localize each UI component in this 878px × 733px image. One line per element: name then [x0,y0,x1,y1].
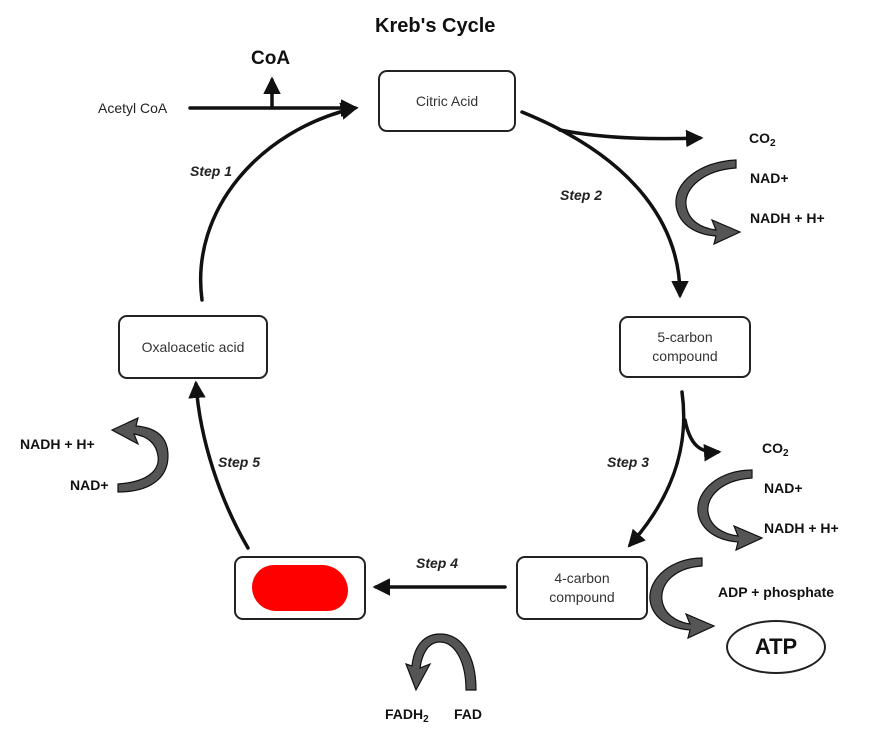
adp-phosphate-label: ADP + phosphate [718,584,835,600]
step5-label: Step 5 [218,454,261,470]
co2-label-2: CO2 [762,440,789,459]
red-redaction-blob [252,565,348,611]
diagram-title: Kreb's Cycle [375,15,496,37]
nadh-label-1: NADH + H+ [750,210,825,226]
coa-label: CoA [251,48,291,69]
step2-label: Step 2 [560,187,603,203]
step3-label: Step 3 [607,454,650,470]
citric-acid-label: Citric Acid [415,92,479,109]
fad-label: FAD [454,706,482,722]
five-carbon-box: 5-carbon compound [619,316,751,378]
curved-arrow-icon [649,557,716,640]
nadh-label-3: NADH + H+ [20,436,95,452]
oxaloacetic-acid-label: Oxaloacetic acid [141,338,245,355]
nad-label-3: NAD+ [70,477,109,493]
citric-acid-box: Citric Acid [378,70,516,132]
four-carbon-line1: 4-carbon [554,570,610,587]
four-carbon-line2: compound [549,589,615,605]
nadh-label-2: NADH + H+ [764,520,839,536]
co2-release-arrow-1 [558,128,704,148]
step4-label: Step 4 [416,555,459,571]
atp-ellipse: ATP [726,620,826,674]
co2-release-arrow-2 [683,418,722,462]
curved-arrow-icon-group [110,159,764,692]
five-carbon-line2: compound [652,348,718,364]
acetyl-coa-label: Acetyl CoA [98,100,168,116]
curved-arrow-icon [697,469,764,552]
four-carbon-box: 4-carbon compound [516,556,648,620]
oxaloacetic-acid-box: Oxaloacetic acid [118,315,268,379]
nad-label-2: NAD+ [764,480,803,496]
curved-arrow-icon [404,633,477,692]
curved-arrow-icon [675,159,742,246]
step3-arrow [627,390,686,548]
step1-label: Step 1 [190,163,233,179]
step5-arrow [188,380,250,550]
nad-label-1: NAD+ [750,170,789,186]
fadh2-label: FADH2 [385,706,429,725]
curved-arrow-icon [110,416,169,493]
five-carbon-line1: 5-carbon [657,329,713,346]
atp-label: ATP [754,634,798,659]
hidden-compound-box [234,556,366,620]
co2-label-1: CO2 [749,130,776,149]
step1-arrow [198,102,359,302]
